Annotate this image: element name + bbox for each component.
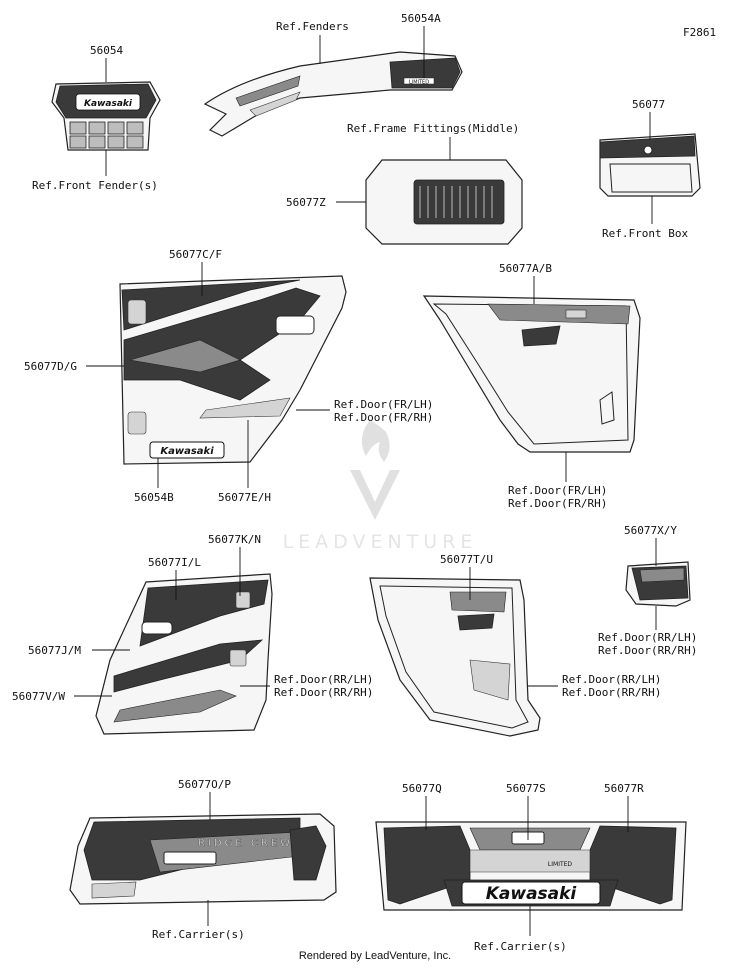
label-ref-door-rr-lh-3: Ref.Door(RR/LH) — [598, 631, 697, 644]
label-ref-carriers-2: Ref.Carrier(s) — [474, 940, 567, 953]
label-56077CF: 56077C/F — [169, 248, 222, 261]
part-56077AB-front-door-inner — [422, 295, 641, 453]
label-ref-door-fr-rh-2: Ref.Door(FR/RH) — [508, 497, 607, 510]
label-ref-door-fr-lh-2: Ref.Door(FR/LH) — [508, 484, 607, 497]
part-56054-grille-decal: Kawasaki — [51, 81, 161, 151]
label-56054B: 56054B — [134, 491, 174, 504]
label-ref-door-rr-lh-1: Ref.Door(RR/LH) — [274, 673, 373, 686]
label-56077DG: 56077D/G — [24, 360, 77, 373]
label-56077VW: 56077V/W — [12, 690, 65, 703]
label-ref-door-rr-rh-2: Ref.Door(RR/RH) — [562, 686, 661, 699]
label-56077S: 56077S — [506, 782, 546, 795]
label-ref-door-rr-rh-3: Ref.Door(RR/RH) — [598, 644, 697, 657]
label-56054A: 56054A — [401, 12, 441, 25]
label-ref-carriers-1: Ref.Carrier(s) — [152, 928, 245, 941]
label-ref-door-rr-rh-1: Ref.Door(RR/RH) — [274, 686, 373, 699]
footer-credit: Rendered by LeadVenture, Inc. — [298, 950, 452, 962]
label-56077TU: 56077T/U — [440, 553, 493, 566]
tailgate-kawasaki-text: Kawasaki — [486, 884, 578, 904]
label-56077JM: 56077J/M — [28, 644, 81, 657]
limited-decal-text: LIMITED — [409, 80, 429, 86]
label-56077KN: 56077K/N — [208, 533, 261, 546]
ridge-crew-text: RIDGE CREW — [198, 838, 293, 849]
figure-code: F2861 — [683, 26, 716, 39]
part-rear-door-outer-decal — [95, 573, 273, 735]
kawasaki-logo-text: Kawasaki — [84, 99, 133, 109]
part-tailgate-decal: LIMITED Kawasaki — [375, 821, 687, 911]
label-ref-frame-fittings: Ref.Frame Fittings(Middle) — [347, 122, 519, 135]
label-ref-door-fr-rh-1: Ref.Door(FR/RH) — [334, 411, 433, 424]
label-ref-door-fr-lh-1: Ref.Door(FR/LH) — [334, 398, 433, 411]
part-56077-front-box-decal — [599, 133, 701, 197]
label-ref-front-fenders: Ref.Front Fender(s) — [32, 179, 158, 192]
label-56077IL: 56077I/L — [148, 556, 201, 569]
label-56077OP: 56077O/P — [178, 778, 231, 791]
label-56077R: 56077R — [604, 782, 644, 795]
leadventure-watermark: LEADVENTURE — [283, 420, 478, 553]
label-56077XY: 56077X/Y — [624, 524, 677, 537]
label-ref-fenders: Ref.Fenders — [276, 20, 349, 33]
watermark-v-icon — [350, 470, 400, 520]
label-56077AB: 56077A/B — [499, 262, 552, 275]
tailgate-limited-text: LIMITED — [548, 861, 573, 868]
door-kawasaki-text: Kawasaki — [160, 446, 214, 457]
part-56054A-fender-decal: LIMITED — [203, 51, 463, 137]
part-56077XY-small-decal — [625, 561, 691, 607]
label-56077EH: 56077E/H — [218, 491, 271, 504]
watermark-flame-icon — [361, 420, 390, 462]
label-56054: 56054 — [90, 44, 123, 57]
label-56077: 56077 — [632, 98, 665, 111]
label-ref-door-rr-lh-2: Ref.Door(RR/LH) — [562, 673, 661, 686]
label-56077Z: 56077Z — [286, 196, 326, 209]
label-56077Q: 56077Q — [402, 782, 442, 795]
part-front-door-outer-decal: Kawasaki — [119, 275, 347, 465]
part-56077Z-frame-decal — [365, 159, 523, 245]
part-56077TU-rear-door-inner — [369, 577, 541, 737]
watermark-text: LEADVENTURE — [283, 531, 478, 553]
part-56077OP-carrier-side: RIDGE CREW — [69, 813, 337, 905]
label-ref-front-box: Ref.Front Box — [602, 227, 688, 240]
